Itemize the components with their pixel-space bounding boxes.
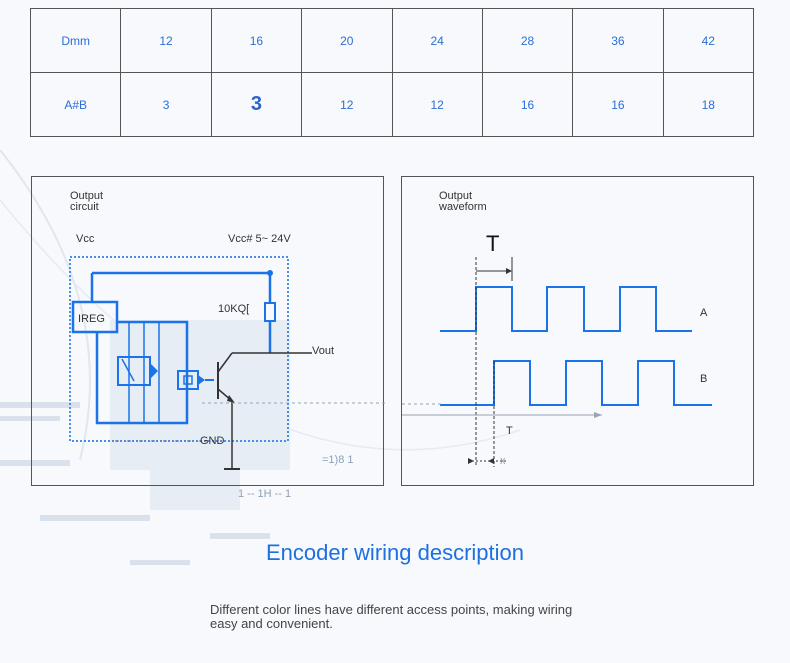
table-cell: 28 [481,8,574,73]
offset-label: =1)8 1 [322,454,354,466]
waveform-title-line1: Output [439,190,473,202]
circuit-title-line1: Output [70,190,104,202]
channel-a-waveform [440,286,692,332]
table-row: Dmm 12 16 20 24 28 36 42 [29,8,755,73]
phase-label: T [506,425,513,437]
channel-b-waveform [440,360,712,406]
circuit-title-line2: circuit [70,201,99,213]
table-cell: 16 [572,72,664,137]
table-cell: 16 [210,8,303,73]
table-cell: A#B [29,72,122,137]
bottom-marker: 1 -- 1H -- 1 [238,488,292,500]
channel-a-label: A [700,307,708,319]
table-cell: 12 [301,72,393,137]
table-cell: 36 [572,8,664,73]
table-cell: 18 [662,72,755,137]
table-cell: 24 [391,8,483,73]
table-cell: Dmm [29,8,122,73]
output-waveform-panel: Output waveform T A B T x [401,176,754,486]
table-cell: 16 [481,72,574,137]
output-circuit-panel: Output circuit [31,176,385,486]
x-mark: x [500,455,506,467]
table-cell: 12 [391,72,483,137]
resistor-label: 10KQ[ [218,303,250,315]
gnd-label: GND [200,435,225,447]
table-cell: 3 [120,72,212,137]
table-cell: 3 [210,72,303,137]
table-cell: 42 [662,8,755,73]
vcc-range-label: Vcc# 5~ 24V [228,233,291,245]
waveform-title-line2: waveform [439,201,487,213]
period-label: T [486,231,500,256]
table-row: A#B 3 3 12 12 16 16 18 [29,72,755,137]
table-cell: 20 [301,8,393,73]
ireg-label: IREG [78,313,105,325]
channel-b-label: B [700,373,708,385]
waveform-diagram [402,257,712,467]
vout-label: Vout [312,345,335,357]
page-subtitle: Different color lines have different acc… [210,602,573,631]
circuit-diagram [69,256,385,470]
vcc-label: Vcc [76,233,95,245]
spec-table: Dmm 12 16 20 24 28 36 42 A#B 3 3 12 12 1… [29,8,755,137]
page-title: Encoder wiring description [265,540,525,565]
table-cell: 12 [120,8,212,73]
